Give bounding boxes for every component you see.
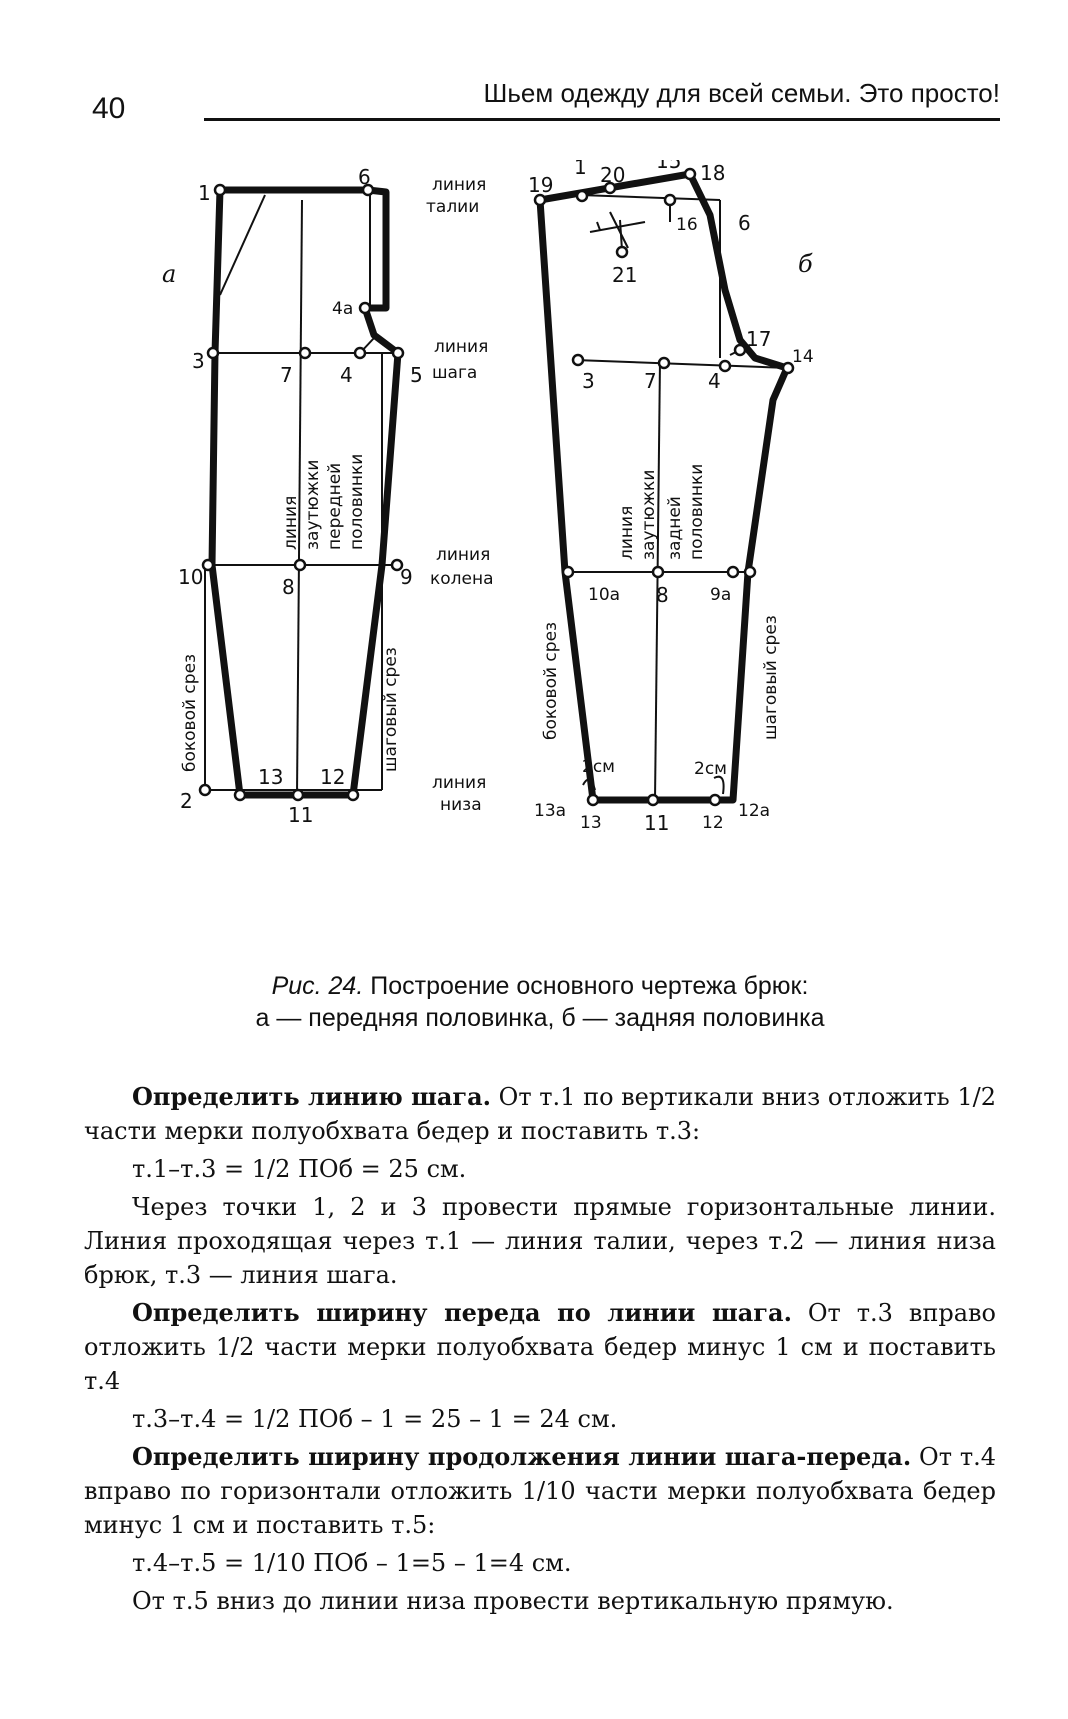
- page-header: 40 Шьем одежду для всей семьи. Это прост…: [80, 70, 1000, 130]
- svg-text:4: 4: [340, 363, 353, 387]
- svg-text:боковой срез: боковой срез: [180, 654, 200, 772]
- caption-subtitle: а — передняя половинка, б — задняя полов…: [255, 1004, 825, 1032]
- svg-text:12: 12: [320, 765, 345, 789]
- paragraph-4: Определить ширину продолжения линии шага…: [84, 1442, 997, 1539]
- svg-text:линия: линия: [281, 496, 301, 550]
- formula-3: т.4–т.5 = 1/10 ПОб – 1=5 – 1=4 см.: [132, 1549, 572, 1577]
- svg-text:13а: 13а: [534, 801, 566, 821]
- svg-text:3: 3: [582, 369, 595, 393]
- svg-text:6: 6: [358, 165, 371, 189]
- header-rule: [204, 118, 1000, 121]
- svg-text:шага: шага: [432, 363, 477, 383]
- svg-text:заутюжки: заутюжки: [639, 470, 659, 560]
- svg-text:2см: 2см: [582, 757, 615, 777]
- figure-label: Рис. 24.: [271, 972, 364, 1000]
- svg-text:8: 8: [656, 583, 669, 607]
- formula-1: т.1–т.3 = 1/2 ПОб = 25 см.: [132, 1155, 467, 1183]
- svg-text:9а: 9а: [710, 585, 731, 605]
- svg-text:половинки: половинки: [687, 464, 707, 560]
- svg-text:3: 3: [192, 349, 205, 373]
- svg-text:7: 7: [280, 363, 293, 387]
- svg-text:4: 4: [708, 369, 721, 393]
- svg-text:21: 21: [612, 263, 637, 287]
- svg-text:линия: линия: [432, 175, 486, 195]
- svg-text:линия: линия: [617, 506, 637, 560]
- svg-text:1: 1: [574, 160, 587, 179]
- svg-text:16: 16: [676, 215, 698, 235]
- svg-text:19: 19: [528, 173, 553, 197]
- paragraph-2: Через точки 1, 2 и 3 провести прямые гор…: [84, 1193, 996, 1289]
- body-text: Определить линию шага. От т.1 по вертика…: [84, 1080, 996, 1622]
- svg-text:шаговый срез: шаговый срез: [761, 615, 781, 740]
- svg-text:линия: линия: [434, 337, 488, 357]
- figure-caption: Рис. 24. Построение основного чертежа бр…: [80, 970, 1000, 1034]
- svg-text:11: 11: [288, 803, 313, 827]
- svg-text:задней: задней: [665, 496, 685, 560]
- svg-text:боковой срез: боковой срез: [541, 622, 561, 740]
- svg-text:5: 5: [410, 363, 423, 387]
- svg-text:2: 2: [180, 789, 193, 813]
- svg-text:11: 11: [644, 811, 669, 835]
- svg-text:б: б: [798, 250, 813, 278]
- caption-title: Построение основного чертежа брюк:: [370, 972, 809, 1000]
- svg-text:17: 17: [746, 327, 771, 351]
- svg-text:а: а: [162, 260, 176, 288]
- svg-text:10а: 10а: [588, 585, 620, 605]
- running-title: Шьем одежду для всей семьи. Это просто!: [483, 78, 1000, 108]
- svg-text:20: 20: [600, 163, 625, 187]
- svg-text:18: 18: [700, 161, 725, 185]
- svg-text:7: 7: [644, 369, 657, 393]
- paragraph-1: Определить линию шага. От т.1 по вертика…: [84, 1082, 996, 1145]
- svg-text:2см: 2см: [694, 759, 727, 779]
- svg-text:талии: талии: [426, 197, 479, 217]
- trouser-pattern-drawing: а б 1 6 4а 3 7 4 5 10 8 9 2 13 12 11 лин…: [162, 160, 814, 835]
- svg-text:12а: 12а: [738, 801, 770, 821]
- page-number: 40: [92, 92, 126, 125]
- svg-text:6: 6: [738, 211, 751, 235]
- svg-text:линия: линия: [432, 773, 486, 793]
- svg-text:12: 12: [702, 813, 724, 833]
- svg-text:4а: 4а: [332, 299, 353, 319]
- caption-title-line: Рис. 24. Построение основного чертежа бр…: [80, 970, 1000, 1002]
- pattern-figure: а б 1 6 4а 3 7 4 5 10 8 9 2 13 12 11 лин…: [150, 160, 930, 940]
- svg-text:9: 9: [400, 565, 413, 589]
- svg-text:половинки: половинки: [347, 454, 367, 550]
- svg-text:10: 10: [178, 565, 203, 589]
- svg-text:низа: низа: [440, 795, 482, 815]
- svg-text:15: 15: [656, 160, 681, 173]
- svg-text:колена: колена: [430, 569, 494, 589]
- svg-text:передней: передней: [325, 463, 345, 550]
- svg-text:13: 13: [580, 813, 602, 833]
- paragraph-5: От т.5 вниз до линии низа провести верти…: [132, 1587, 894, 1615]
- svg-text:1: 1: [198, 181, 211, 205]
- svg-text:8: 8: [282, 575, 295, 599]
- formula-2: т.3–т.4 = 1/2 ПОб – 1 = 25 – 1 = 24 см.: [132, 1405, 618, 1433]
- svg-text:линия: линия: [436, 545, 490, 565]
- svg-text:шаговый срез: шаговый срез: [381, 647, 401, 772]
- svg-text:13: 13: [258, 765, 283, 789]
- svg-text:заутюжки: заутюжки: [303, 460, 323, 550]
- svg-text:14: 14: [792, 347, 814, 367]
- paragraph-3: Определить ширину переда по линии шага. …: [84, 1298, 997, 1395]
